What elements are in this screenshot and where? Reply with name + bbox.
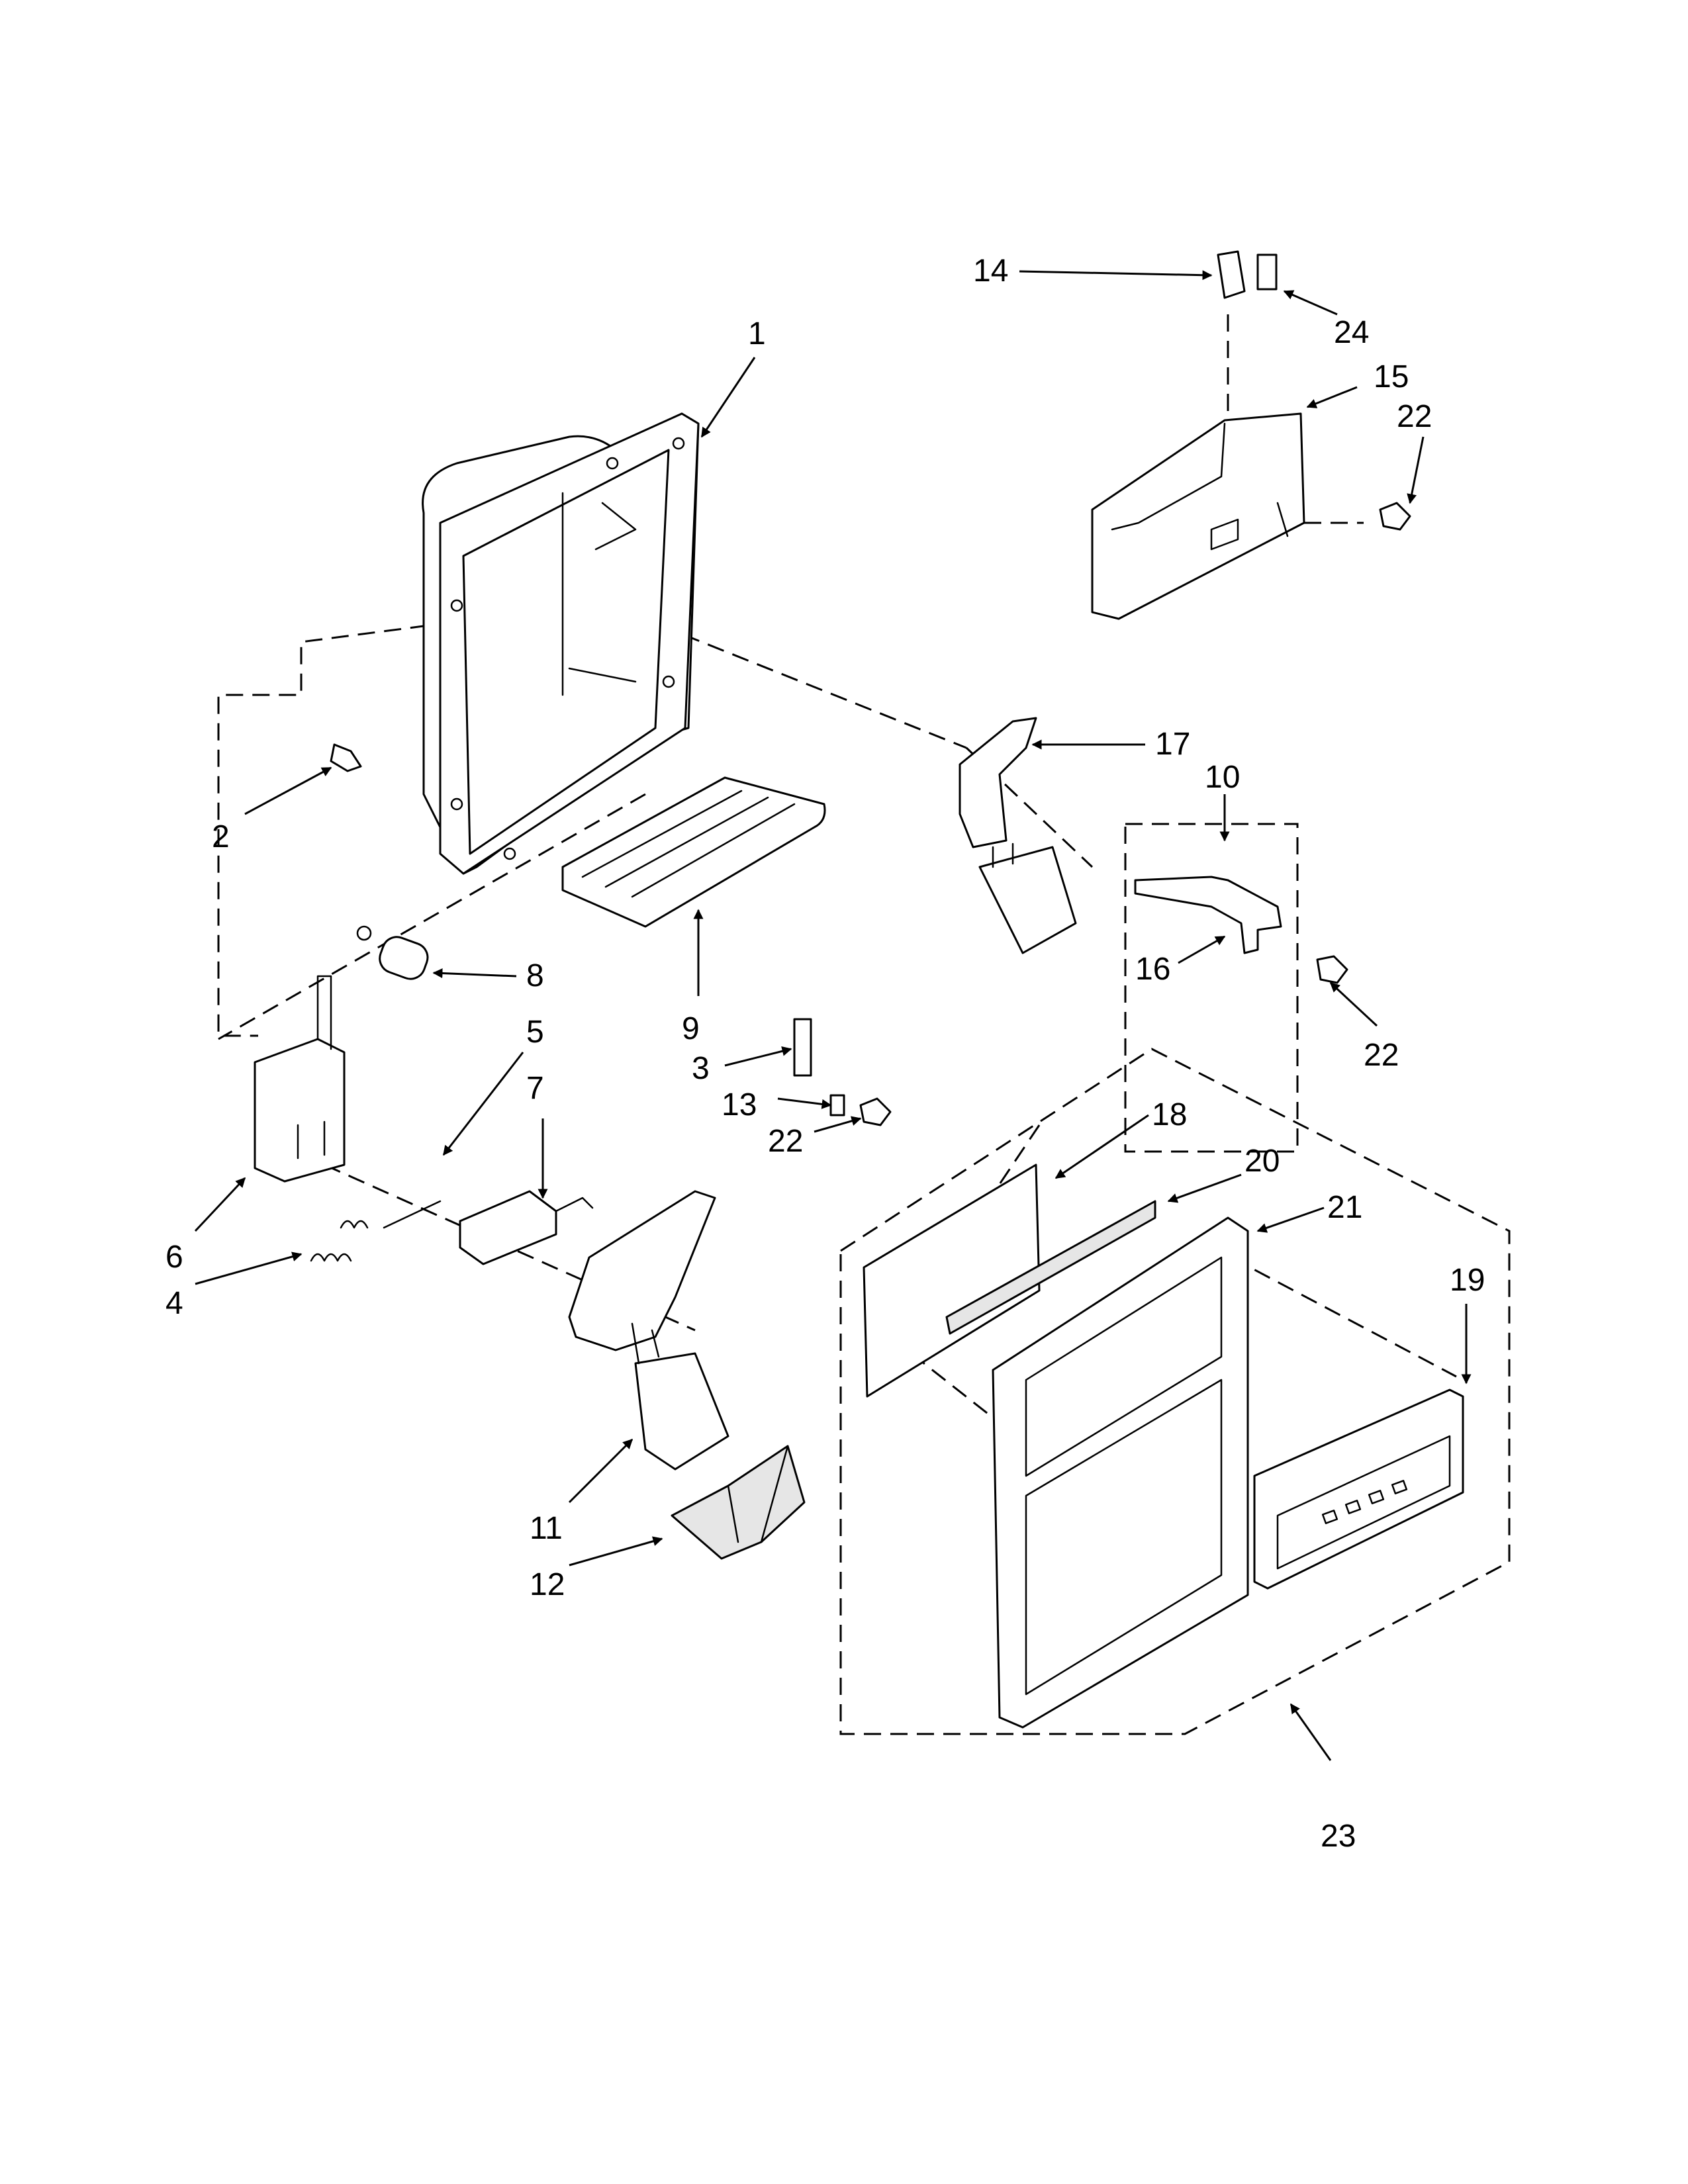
callout-10: 10 (1205, 760, 1240, 795)
water-dispenser-arm (959, 717, 1077, 954)
pivot-pin (383, 1200, 442, 1229)
screw-2 (330, 743, 362, 772)
callout-4: 4 (165, 1286, 183, 1321)
callout-5: 5 (526, 1015, 544, 1050)
spring (310, 1220, 369, 1262)
insulator-pad (1256, 253, 1278, 291)
drip-tray (561, 776, 826, 928)
callout-22-center: 22 (768, 1124, 803, 1159)
ice-chute (671, 1445, 806, 1560)
callout-2: 2 (212, 819, 230, 854)
callout-22-right: 22 (1364, 1038, 1399, 1073)
screw-22-right (1316, 955, 1348, 984)
callout-8: 8 (526, 958, 544, 993)
callout-9: 9 (682, 1011, 700, 1046)
screw-22-center (859, 1097, 892, 1126)
callout-13: 13 (722, 1087, 757, 1122)
switch-bracket (793, 1018, 812, 1077)
control-bracket (1091, 412, 1305, 620)
callout-3: 3 (692, 1051, 710, 1086)
callout-7: 7 (526, 1071, 544, 1106)
callout-19: 19 (1450, 1263, 1485, 1298)
callout-24: 24 (1334, 315, 1369, 350)
callout-15: 15 (1374, 359, 1409, 394)
callout-21: 21 (1327, 1190, 1362, 1225)
dispenser-housing (422, 412, 700, 875)
control-board (863, 1163, 1041, 1398)
callout-20: 20 (1244, 1144, 1280, 1179)
micro-switch (1217, 250, 1246, 299)
callout-22-top: 22 (1397, 399, 1432, 434)
callout-labels: 14 24 15 22 1 2 17 10 16 22 8 9 3 13 22 … (165, 253, 1485, 1854)
ice-dispenser-arm (568, 1190, 729, 1471)
callout-23: 23 (1321, 1819, 1356, 1854)
callout-14: 14 (973, 253, 1008, 289)
crank-actuator (459, 1190, 594, 1265)
callout-18: 18 (1152, 1097, 1187, 1132)
callout-16: 16 (1135, 952, 1170, 987)
callout-6: 6 (165, 1240, 183, 1275)
callout-17: 17 (1155, 727, 1190, 762)
screw-22-top (1379, 502, 1411, 531)
foam-strip (945, 1200, 1156, 1335)
damper-solenoid (356, 925, 429, 980)
water-switch-lever (1134, 876, 1282, 954)
callout-11: 11 (530, 1511, 563, 1546)
user-interface-panel (1253, 1388, 1464, 1590)
dispenser-front-frame (992, 1216, 1249, 1729)
callout-1: 1 (748, 316, 766, 351)
door-motor (254, 975, 346, 1183)
leader-lines (194, 270, 1472, 1761)
switch-clip (829, 1094, 845, 1116)
callout-12: 12 (530, 1567, 565, 1602)
